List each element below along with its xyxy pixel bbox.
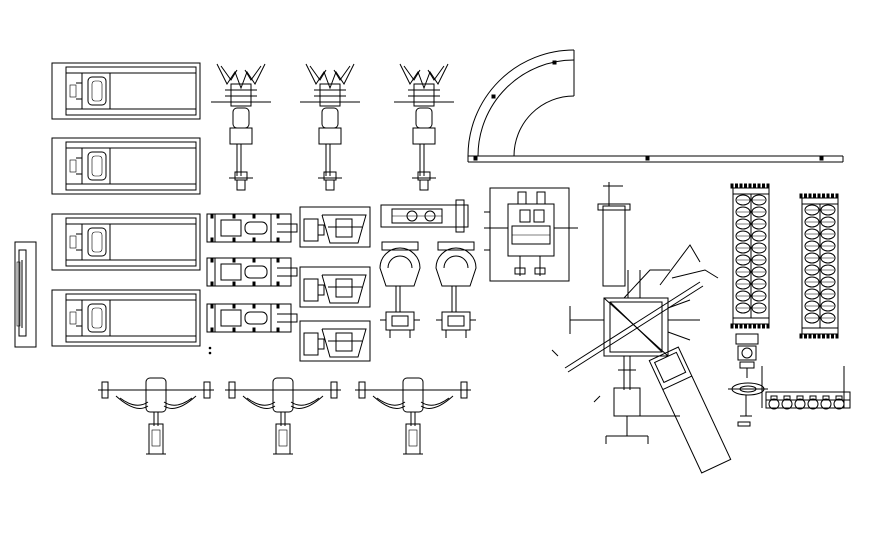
rower-group <box>98 377 471 455</box>
rower-machine <box>225 377 341 455</box>
round-back-chair-group <box>379 241 477 338</box>
kettlebell-row <box>768 395 845 410</box>
press-station <box>394 63 454 191</box>
dumbbell-rack <box>799 193 839 339</box>
rower-machine <box>98 377 214 455</box>
dumbbell-rack-group <box>730 183 839 339</box>
press-station <box>211 63 271 191</box>
quarter-circle-counter <box>467 49 844 163</box>
round-back-chair <box>435 241 477 338</box>
bench-press-group <box>206 213 298 333</box>
treadmill <box>51 289 201 347</box>
square-station <box>484 187 578 282</box>
seated-machine <box>299 206 371 248</box>
bench-dots <box>208 346 212 355</box>
dumbbell-rack <box>730 183 770 329</box>
press-station <box>300 63 360 191</box>
round-back-chair <box>379 241 421 338</box>
seated-machine-group <box>299 206 371 362</box>
treadmill <box>51 137 201 195</box>
multi-gym <box>551 182 732 474</box>
bench-press <box>206 303 298 333</box>
treadmill <box>51 62 201 120</box>
seated-machine <box>299 320 371 362</box>
treadmill-group <box>51 62 201 347</box>
rower-machine <box>355 377 471 455</box>
seated-machine <box>299 266 371 308</box>
bench-press <box>206 257 298 287</box>
press-station-group <box>211 63 454 191</box>
cable-machine <box>380 199 469 233</box>
treadmill <box>51 213 201 271</box>
wall-bar <box>14 241 37 348</box>
bench-press <box>206 213 298 243</box>
